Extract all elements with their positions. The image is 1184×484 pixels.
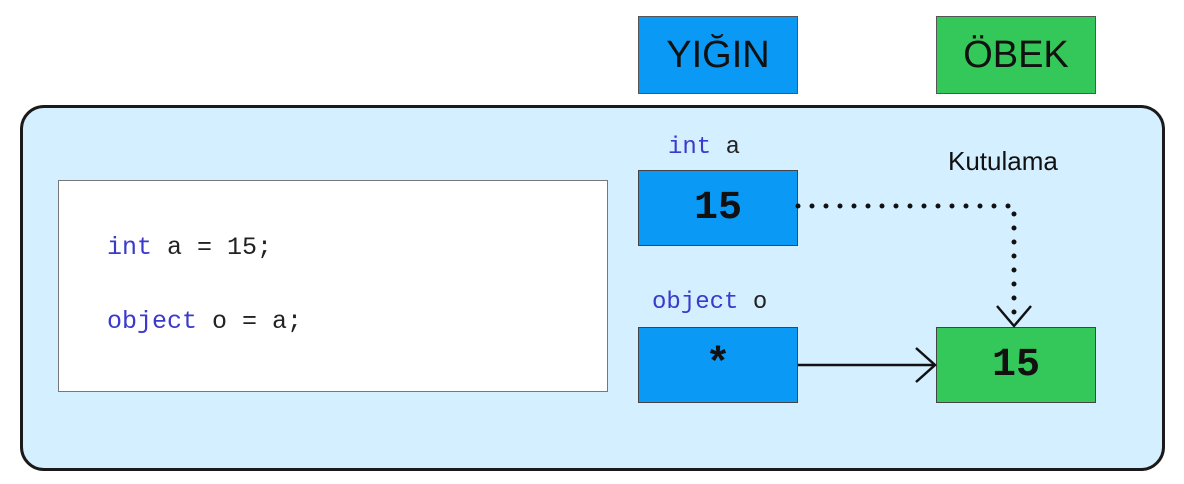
stack-cell-o: * bbox=[638, 327, 798, 403]
code-keyword-object: object bbox=[107, 307, 198, 336]
stack-cell-a: 15 bbox=[638, 170, 798, 246]
code-line-object: object o = a; bbox=[107, 307, 302, 336]
stack-var-a-name: a bbox=[711, 134, 741, 161]
stack-var-o-label: object o bbox=[652, 289, 767, 316]
code-rest-object: o = a; bbox=[197, 307, 303, 336]
code-box: int a = 15; object o = a; bbox=[58, 180, 608, 392]
stack-var-o-name: o bbox=[738, 289, 768, 316]
heap-header: ÖBEK bbox=[936, 16, 1096, 94]
stack-header: YIĞIN bbox=[638, 16, 798, 94]
code-line-int: int a = 15; bbox=[107, 233, 272, 262]
heap-cell-value: 15 bbox=[936, 327, 1096, 403]
code-keyword-int: int bbox=[107, 233, 153, 262]
stack-var-a-type: int bbox=[668, 134, 712, 161]
stack-var-o-type: object bbox=[652, 289, 739, 316]
stack-var-a-label: int a bbox=[668, 134, 740, 161]
code-rest-int: a = 15; bbox=[152, 233, 273, 262]
boxing-label: Kutulama bbox=[948, 146, 1058, 176]
